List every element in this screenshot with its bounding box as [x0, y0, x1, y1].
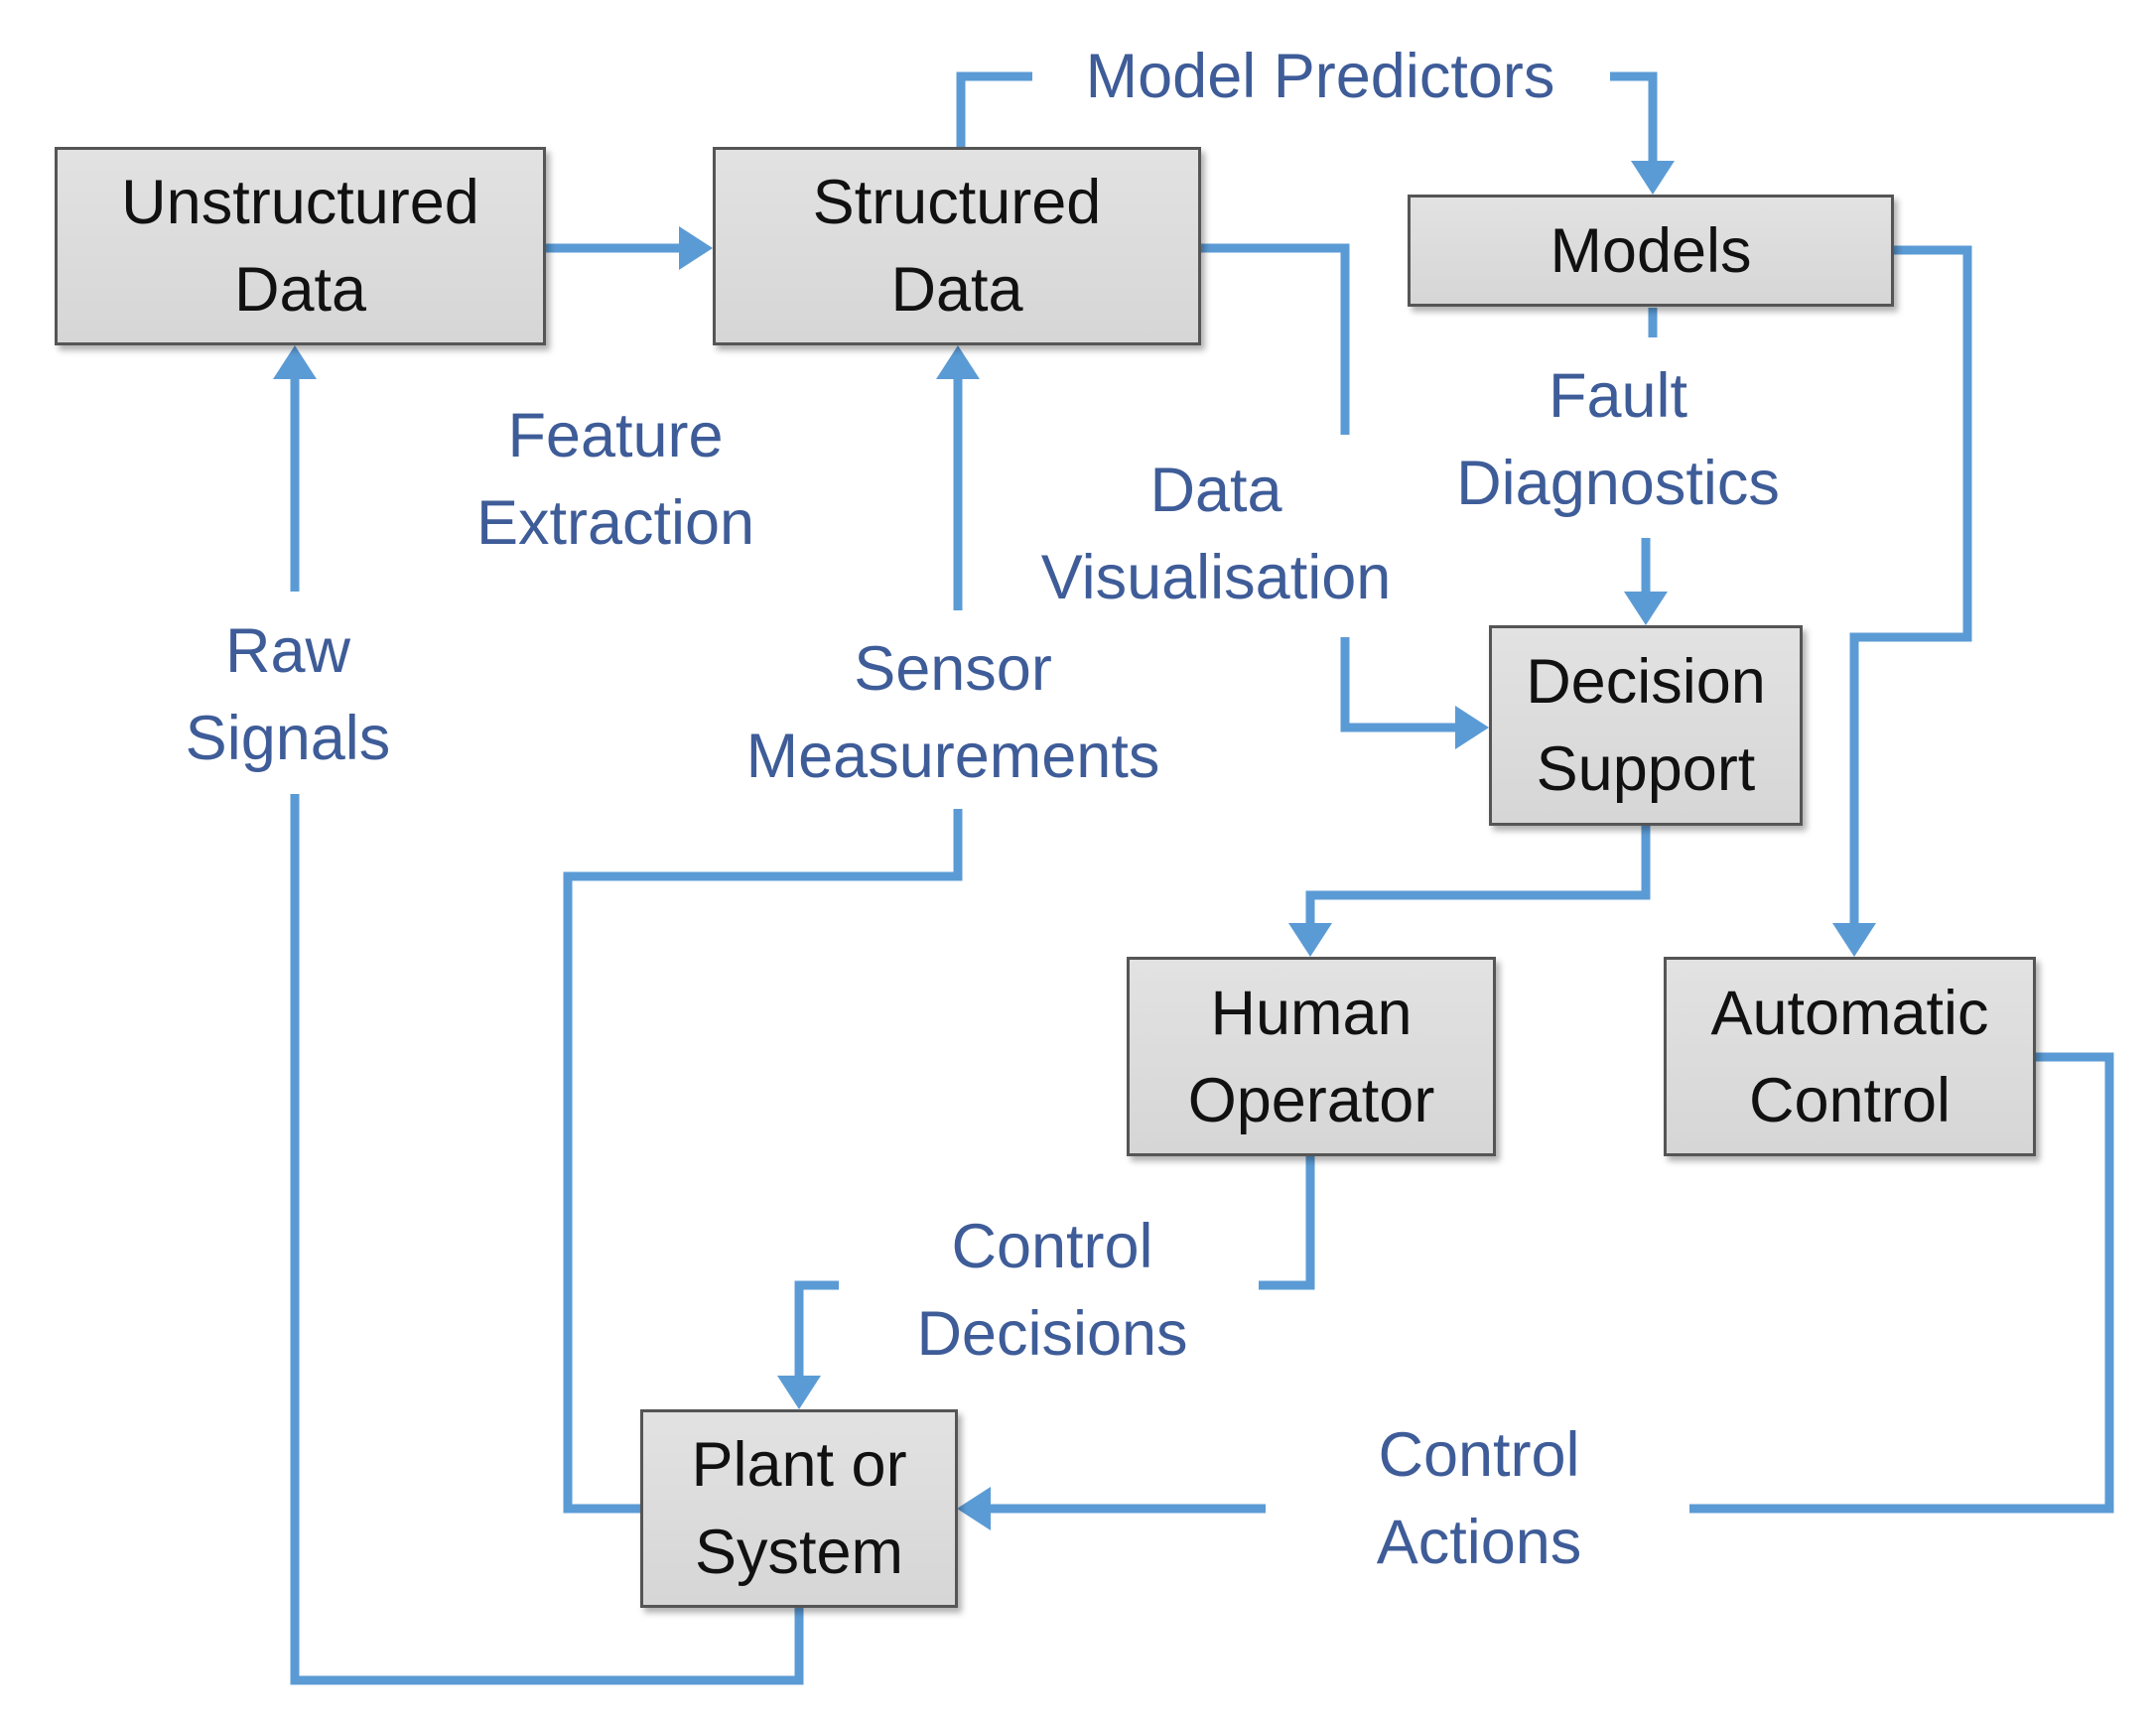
label-sensor-measurements: Sensor Measurements [745, 634, 1160, 791]
label-data-visualisation: Data Visualisation [1040, 456, 1392, 612]
connector-sensor-measurements-bottom [563, 809, 963, 1514]
connector-control-decisions-right [1259, 1156, 1315, 1290]
connector-raw-signals-bottom [290, 794, 804, 1685]
arrowhead-into-automatic-control [1832, 923, 1876, 957]
arrowhead-into-plant-right [957, 1487, 991, 1530]
connector-model-predictors-left [956, 71, 1032, 149]
connector-models-to-automatic-control [1849, 245, 1972, 925]
node-decision-support: Decision Support [1489, 625, 1803, 826]
node-plant-or-system: Plant or System [640, 1409, 958, 1608]
label-control-decisions: Control Decisions [916, 1212, 1188, 1369]
connector-data-visualisation-top [1199, 243, 1350, 435]
connector-control-decisions-left [794, 1280, 839, 1378]
connector-decision-to-operator [1305, 826, 1651, 925]
node-automatic-control: Automatic Control [1664, 957, 2036, 1156]
arrowhead-into-unstructured [273, 345, 317, 379]
label-feature-extraction: Feature Extraction [475, 401, 755, 558]
node-models: Models [1408, 195, 1894, 307]
connector-data-visualisation-bottom [1340, 637, 1459, 732]
connector-model-predictors-right [1610, 71, 1658, 164]
node-structured-data: Structured Data [713, 147, 1201, 345]
arrowhead-into-plant-top [777, 1376, 821, 1409]
arrowhead-fault-diagnostics [1624, 592, 1668, 625]
connector-control-actions-right [1689, 1052, 2114, 1514]
arrowhead-into-human-operator [1288, 923, 1332, 957]
label-model-predictors: Model Predictors [1085, 42, 1555, 111]
node-human-operator: Human Operator [1127, 957, 1496, 1156]
arrowhead-into-decision-support [1455, 706, 1489, 749]
node-unstructured-data: Unstructured Data [55, 147, 546, 345]
label-fault-diagnostics: Fault Diagnostics [1456, 361, 1780, 518]
arrowhead-into-structured-bottom [936, 345, 980, 379]
arrowhead-into-models [1631, 161, 1675, 195]
arrowhead-into-structured [679, 226, 713, 270]
label-raw-signals: Raw Signals [185, 616, 391, 773]
label-control-actions: Control Actions [1376, 1420, 1582, 1577]
